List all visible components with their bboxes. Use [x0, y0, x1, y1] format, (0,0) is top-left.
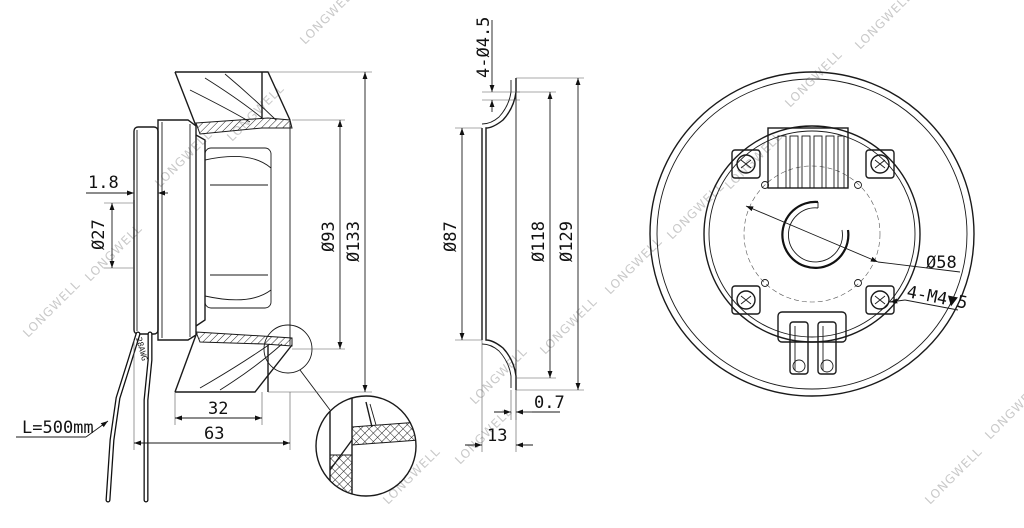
svg-text:LONGWELL: LONGWELL	[922, 444, 985, 507]
svg-text:Ø27: Ø27	[89, 219, 109, 250]
svg-text:LONGWELL: LONGWELL	[602, 234, 665, 297]
dim-cable-length: L=500mm	[16, 418, 109, 438]
connector-block	[777, 311, 847, 375]
svg-text:63: 63	[204, 424, 224, 444]
side-view: 28AWG 1.8 Ø27 Ø93	[16, 71, 372, 503]
svg-text:Ø133: Ø133	[344, 221, 364, 262]
svg-text:LONGWELL: LONGWELL	[380, 444, 443, 507]
svg-text:LONGWELL: LONGWELL	[20, 277, 83, 340]
dim-inner-diameter: Ø93	[292, 119, 345, 350]
dim-hub-diameter: Ø27	[89, 202, 134, 269]
svg-text:LONGWELL: LONGWELL	[297, 0, 360, 47]
svg-text:LONGWELL: LONGWELL	[664, 179, 727, 242]
svg-text:LONGWELL: LONGWELL	[982, 379, 1024, 442]
svg-text:Ø93: Ø93	[319, 221, 339, 252]
dim-plate-129: Ø129	[516, 77, 584, 391]
svg-text:Ø118: Ø118	[529, 221, 549, 262]
svg-text:Ø87: Ø87	[441, 221, 461, 252]
svg-text:4-M4▼5: 4-M4▼5	[905, 282, 969, 313]
dim-depth-total: 63	[133, 340, 291, 450]
center-spiral	[781, 200, 850, 269]
cable: 28AWG	[105, 331, 153, 503]
svg-text:Ø129: Ø129	[557, 221, 577, 262]
heatsink-fins	[767, 127, 849, 189]
svg-text:13: 13	[487, 426, 507, 446]
pcd-circle	[743, 165, 881, 303]
plate-profile	[485, 78, 517, 390]
outer-rim	[649, 71, 975, 397]
screw-bottom-left	[731, 285, 761, 315]
screw-top-right	[865, 149, 895, 179]
watermark-layer: LONGWELL LONGWELL LONGWELL LONGWELL LONG…	[20, 0, 1024, 507]
svg-text:32: 32	[208, 399, 228, 419]
front-view: Ø58 4-M4▼5	[649, 71, 975, 397]
svg-text:LONGWELL: LONGWELL	[852, 0, 915, 52]
dim-plate-flange: 13	[465, 340, 533, 452]
dim-mounting-holes: 4-Ø4.5	[474, 17, 520, 112]
dim-plate-87: Ø87	[441, 127, 482, 341]
plate-side-view: 4-Ø4.5 Ø87 Ø118 Ø129	[441, 17, 584, 452]
svg-text:L=500mm: L=500mm	[22, 418, 94, 438]
dim-pcd: Ø58	[745, 205, 961, 273]
dim-outer-diameter: Ø133	[268, 71, 372, 393]
wire-label: 28AWG	[134, 336, 149, 362]
motor-body	[195, 134, 206, 327]
impeller-blade-bottom	[175, 344, 293, 393]
dim-depth-inner: 32	[174, 392, 263, 425]
svg-text:1.8: 1.8	[88, 173, 119, 193]
dim-wall-thickness: 1.8	[86, 173, 168, 200]
svg-text:Ø58: Ø58	[926, 253, 957, 273]
svg-text:LONGWELL: LONGWELL	[537, 294, 600, 357]
svg-text:4-Ø4.5: 4-Ø4.5	[474, 17, 494, 78]
dim-plate-118: Ø118	[516, 91, 556, 379]
svg-text:0.7: 0.7	[534, 393, 565, 413]
screw-top-left	[731, 149, 761, 179]
svg-text:LONGWELL: LONGWELL	[467, 344, 530, 407]
